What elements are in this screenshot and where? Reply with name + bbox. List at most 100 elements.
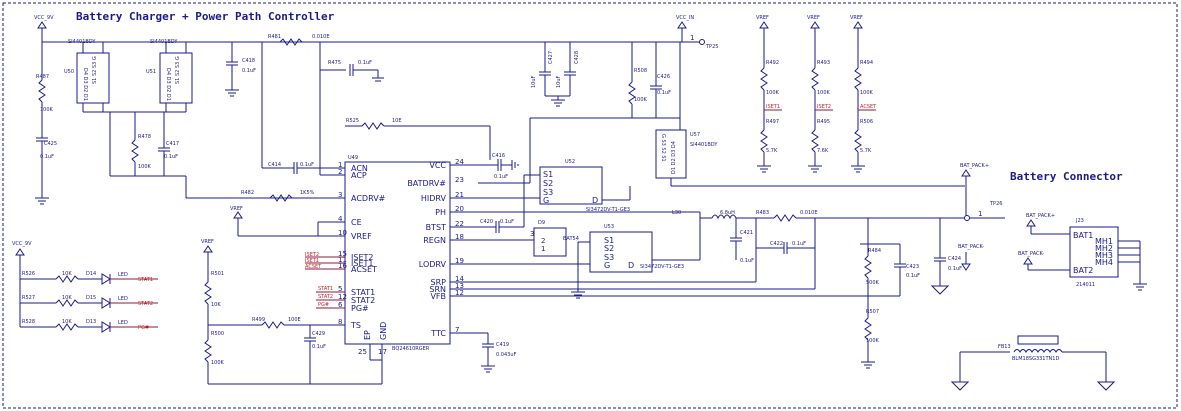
u49-pin-number: 8 <box>338 318 342 326</box>
divider-bottom-resistor-icon <box>811 129 819 153</box>
svg-text:0.1uF: 0.1uF <box>242 68 256 74</box>
svg-text:SI4401BDY: SI4401BDY <box>68 39 96 45</box>
svg-text:BAT_PACK-: BAT_PACK- <box>958 244 984 250</box>
svg-text:G S3 S2 S1: G S3 S2 S1 <box>660 134 666 162</box>
svg-text:C420: C420 <box>480 219 493 225</box>
svg-text:10K: 10K <box>62 295 72 301</box>
ground-icon <box>511 160 519 170</box>
vref-set-dividers: VREFR492100KISET1R4975.7KVREFR493100KISE… <box>756 15 877 173</box>
svg-text:ACSET: ACSET <box>860 104 877 110</box>
u49-pin-number: 11 <box>338 256 347 264</box>
svg-text:0.1uF: 0.1uF <box>40 154 54 160</box>
u49-pin-vfb: VFB <box>430 292 446 301</box>
u49-pin-number: 3 <box>338 191 342 199</box>
svg-text:S2: S2 <box>543 179 553 188</box>
ground-icon <box>372 70 384 82</box>
r478-resistor-icon <box>131 139 139 163</box>
l30-inductor-icon <box>711 214 737 220</box>
u49-pin-number: 22 <box>455 220 464 228</box>
svg-text:J23: J23 <box>1075 218 1084 224</box>
svg-text:VREF: VREF <box>230 206 243 212</box>
svg-text:C424: C424 <box>948 256 961 262</box>
j23-battery-connector: J23 214011 BAT1 BAT2 MH1 MH2 MH3 MH4 <box>1069 218 1119 288</box>
svg-text:U50: U50 <box>64 69 74 75</box>
svg-text:ACSET: ACSET <box>305 264 322 270</box>
svg-text:0.1uF: 0.1uF <box>906 273 920 279</box>
u49-pin-stat1: STAT1 <box>351 288 375 297</box>
u49-pin-number: 15 <box>338 250 347 258</box>
svg-text:D: D <box>592 196 598 205</box>
svg-text:FB13: FB13 <box>998 344 1011 350</box>
svg-text:EP: EP <box>363 330 372 340</box>
svg-text:0.1uF: 0.1uF <box>792 241 806 247</box>
u49-pin-srp: SRP <box>431 278 447 287</box>
svg-text:R483: R483 <box>756 210 769 216</box>
svg-text:MH3: MH3 <box>1095 251 1113 260</box>
svg-text:U49: U49 <box>348 155 358 161</box>
svg-text:C417: C417 <box>166 141 179 147</box>
svg-text:100K: 100K <box>138 164 152 170</box>
divider-bottom-resistor-icon <box>760 129 768 153</box>
ground-icon <box>861 361 875 369</box>
u49-pin-ce: CE <box>351 218 362 227</box>
power-arrow-icon <box>37 21 47 29</box>
u49-pin-hidrv: HIDRV <box>421 194 447 203</box>
svg-text:R494: R494 <box>860 60 873 66</box>
svg-text:0.1uF: 0.1uF <box>494 174 508 180</box>
u49-pin-number: 10 <box>338 229 347 237</box>
u49-pin-ts: TS <box>350 321 361 330</box>
svg-text:100E: 100E <box>288 317 301 323</box>
ground-icon <box>551 99 565 107</box>
svg-text:STAT1: STAT1 <box>318 286 333 292</box>
svg-text:S3: S3 <box>543 188 553 197</box>
svg-text:STAT2: STAT2 <box>138 301 153 307</box>
svg-text:10K: 10K <box>62 319 72 325</box>
svg-text:D4 D3 D2 D1: D4 D3 D2 D1 <box>82 68 88 101</box>
svg-text:1: 1 <box>978 210 982 218</box>
svg-text:5.7K: 5.7K <box>860 148 872 154</box>
vref-net: VREF <box>230 206 243 219</box>
svg-text:S1 S2 S3 G: S1 S2 S3 G <box>92 56 98 84</box>
svg-text:214011: 214011 <box>1076 282 1095 288</box>
svg-text:C427: C427 <box>548 51 554 64</box>
svg-text:LED: LED <box>118 272 128 278</box>
svg-text:BAT_PACK+: BAT_PACK+ <box>1026 213 1055 219</box>
svg-text:VCC_9V: VCC_9V <box>34 15 54 21</box>
ground-icon <box>481 365 495 373</box>
svg-text:1: 1 <box>690 34 694 42</box>
svg-text:R500: R500 <box>211 331 224 337</box>
u49-pin-number: 21 <box>455 191 464 199</box>
svg-text:GND: GND <box>379 322 388 340</box>
svg-text:3: 3 <box>530 230 534 238</box>
ground-icon <box>1096 381 1116 391</box>
svg-text:ISET2: ISET2 <box>817 104 831 110</box>
svg-text:TP26: TP26 <box>989 201 1002 207</box>
svg-text:10E: 10E <box>392 118 402 124</box>
u49-pin-number: 1 <box>338 161 342 169</box>
power-arrow-icon <box>961 263 971 271</box>
svg-text:5.7K: 5.7K <box>766 148 778 154</box>
svg-text:2: 2 <box>541 237 545 245</box>
svg-text:0.1uF: 0.1uF <box>312 344 326 350</box>
r481-resistor-icon <box>279 38 303 46</box>
u49-pin-vref: VREF <box>351 232 372 241</box>
ground-icon <box>35 197 49 205</box>
u49-pin-acn: ACN <box>351 164 368 173</box>
svg-text:VREF: VREF <box>756 15 769 21</box>
svg-text:BAT_PACK+: BAT_PACK+ <box>960 163 989 169</box>
svg-text:VREF: VREF <box>201 239 214 245</box>
svg-text:C429: C429 <box>312 331 325 337</box>
svg-text:U52: U52 <box>565 159 575 165</box>
tp25-testpoint-icon <box>699 39 705 45</box>
svg-text:S3: S3 <box>604 253 614 262</box>
svg-text:0.010E: 0.010E <box>312 34 329 40</box>
r484-resistor-icon <box>864 255 872 279</box>
ground-icon <box>950 381 970 391</box>
r482-resistor-icon <box>269 194 293 202</box>
ground-icon <box>1133 283 1147 291</box>
u49-pin-number: 6 <box>338 301 343 309</box>
svg-text:7.6K: 7.6K <box>817 148 829 154</box>
svg-text:SI4401BDY: SI4401BDY <box>150 39 178 45</box>
